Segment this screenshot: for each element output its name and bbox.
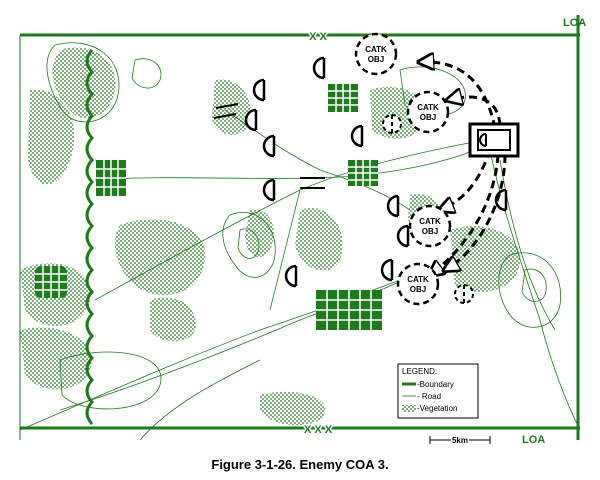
legend-label: -Vegetation — [417, 404, 457, 413]
catk-objective: CATK OBJ — [396, 262, 440, 306]
loa-label-bottom: LOA — [522, 434, 545, 446]
vegetation-area — [245, 209, 274, 258]
unit-symbol — [262, 178, 276, 202]
urban-area — [348, 160, 378, 186]
assembly-area — [468, 122, 520, 158]
defensive-front-line — [85, 48, 95, 426]
bottom-boundary-label: X X X — [304, 424, 333, 436]
catk-objective: CATK OBJ — [408, 204, 452, 248]
vegetation-area — [28, 89, 75, 185]
reserve-unit-symbol — [454, 284, 474, 304]
reserve-unit-symbol — [382, 114, 402, 134]
vegetation-area — [20, 327, 92, 390]
bridge — [300, 177, 325, 189]
urban-area — [35, 266, 67, 298]
urban-area — [316, 290, 382, 330]
vegetation-area — [150, 297, 196, 342]
unit-symbol — [284, 264, 298, 288]
legend-vegetation-swatch — [402, 405, 416, 412]
legend-label: - Road — [417, 392, 441, 401]
unit-symbol — [396, 224, 410, 248]
unit-symbol — [262, 134, 276, 158]
scale-bar: 5km — [429, 435, 491, 447]
vegetation-area — [260, 391, 326, 426]
unit-symbol — [380, 258, 394, 282]
scale-label: 5km — [452, 436, 468, 445]
counterattack-arrows — [420, 62, 507, 275]
legend: LEGEND: -Boundary - Road -Vegetation — [397, 363, 479, 419]
vegetation-areas — [20, 47, 520, 426]
catk-objective-label: CATK — [417, 103, 439, 112]
road — [59, 269, 421, 411]
loa-label-top: LOA — [563, 17, 586, 29]
catk-objective-label: OBJ — [410, 285, 426, 294]
catk-arrow — [420, 62, 497, 129]
vegetation-area — [295, 208, 343, 271]
urban-areas — [35, 84, 382, 330]
catk-objective-label: OBJ — [368, 55, 384, 64]
catk-objective-label: CATK — [365, 45, 387, 54]
vegetation-area — [114, 219, 206, 296]
catk-objective-label: CATK — [407, 275, 429, 284]
legend-label: -Boundary — [417, 380, 454, 389]
bridge-crossings — [213, 103, 325, 189]
legend-title: LEGEND: — [402, 367, 437, 376]
catk-objectives: CATK OBJ CATK OBJ CATK OBJ CATK OBJ — [354, 32, 452, 306]
unit-symbol — [312, 56, 326, 80]
bridge — [213, 103, 239, 119]
top-boundary-label: X X — [309, 31, 327, 43]
catk-arrow — [440, 149, 492, 210]
catk-objective-label: OBJ — [420, 113, 436, 122]
vegetation-area — [52, 47, 116, 119]
unit-symbol — [244, 108, 258, 132]
unit-symbol — [350, 124, 364, 148]
catk-objective-label: OBJ — [422, 227, 438, 236]
boundaries — [20, 15, 580, 440]
catk-arrow — [445, 154, 507, 270]
contour-lines — [46, 42, 562, 410]
figure-caption: Figure 3-1-26. Enemy COA 3. — [211, 457, 389, 472]
urban-area — [328, 84, 358, 112]
road — [269, 189, 301, 311]
vegetation-area — [450, 226, 520, 292]
unit-symbol — [386, 194, 400, 218]
reserve-unit-symbols — [382, 114, 474, 304]
unit-symbols — [244, 56, 508, 288]
catk-arrow — [448, 97, 502, 126]
catk-objective: CATK OBJ — [354, 32, 398, 76]
unit-symbol — [252, 78, 266, 102]
catk-objective-label: CATK — [419, 217, 441, 226]
catk-objective: CATK OBJ — [406, 90, 450, 134]
urban-area — [96, 160, 126, 196]
